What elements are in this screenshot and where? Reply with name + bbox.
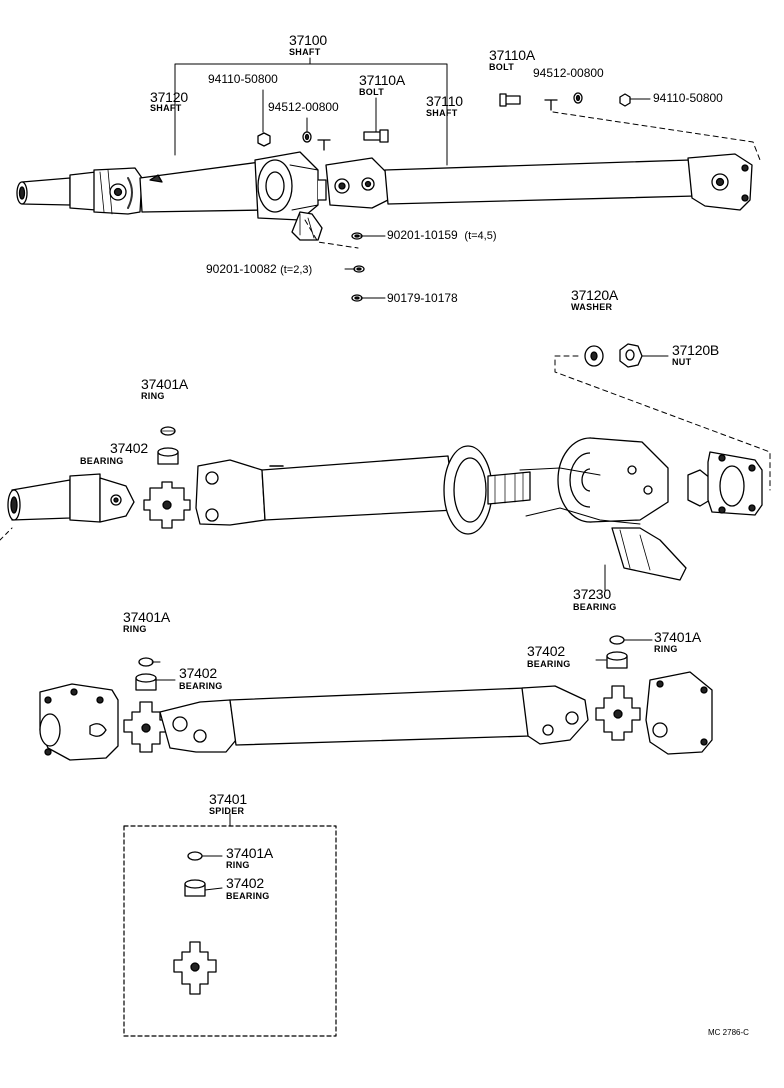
bearing-low-left-number: 37402 bbox=[179, 665, 217, 681]
spider-ring-number: 37401A bbox=[226, 845, 274, 861]
shaft-front-number: 37120 bbox=[150, 89, 188, 105]
top-leader-lines bbox=[174, 57, 761, 299]
shim-2-label: 90201-10082 (t=2,3) bbox=[206, 263, 312, 276]
ring-mid-name: RING bbox=[141, 391, 165, 401]
shim-1-note: (t=4,5) bbox=[464, 230, 497, 242]
washer-37120a-name: WASHER bbox=[571, 302, 613, 312]
top-propeller-shaft-assembly bbox=[16, 92, 753, 302]
shim-1-number: 90201-10159 bbox=[387, 228, 458, 242]
washer-37120a-number: 37120A bbox=[571, 287, 619, 303]
shim-2-note: (t=2,3) bbox=[280, 264, 313, 276]
bolt-center-name: BOLT bbox=[359, 87, 385, 97]
shaft-front-name: SHAFT bbox=[150, 103, 182, 113]
nut-b-label: 94110-50800 bbox=[653, 91, 723, 105]
nut-37120b-number: 37120B bbox=[672, 342, 720, 358]
washer-a-label: 94512-00800 bbox=[268, 100, 339, 114]
shaft-assy-name: SHAFT bbox=[289, 47, 321, 57]
center-bearing-number: 37230 bbox=[573, 586, 611, 602]
middle-shaft-assembly bbox=[7, 343, 763, 581]
diagram-code: MC 2786-C bbox=[708, 1028, 749, 1037]
bearing-mid-number: 37402 bbox=[110, 440, 148, 456]
shim-3-label: 90179-10178 bbox=[387, 291, 458, 305]
nut-37120b-name: NUT bbox=[672, 357, 692, 367]
nut-a-label: 94110-50800 bbox=[208, 72, 278, 86]
ring-low-right-name: RING bbox=[654, 644, 678, 654]
washer-b-label: 94512-00800 bbox=[533, 66, 604, 80]
ring-mid-number: 37401A bbox=[141, 376, 189, 392]
center-bearing-name: BEARING bbox=[573, 602, 617, 612]
bearing-low-left-name: BEARING bbox=[179, 681, 223, 691]
spider-ring-name: RING bbox=[226, 860, 250, 870]
bolt-right-number: 37110A bbox=[489, 47, 536, 63]
spider-bearing-number: 37402 bbox=[226, 875, 264, 891]
lower-leader-lines bbox=[151, 639, 653, 681]
ring-low-right-number: 37401A bbox=[654, 629, 702, 645]
shaft-rear-number: 37110 bbox=[426, 93, 463, 109]
shaft-rear-name: SHAFT bbox=[426, 108, 458, 118]
bearing-low-right-number: 37402 bbox=[527, 643, 565, 659]
spider-number: 37401 bbox=[209, 791, 247, 807]
bearing-mid-name: BEARING bbox=[80, 456, 124, 466]
bolt-center-number: 37110A bbox=[359, 72, 406, 88]
ring-low-left-number: 37401A bbox=[123, 609, 171, 625]
shim-2-number: 90201-10082 bbox=[206, 262, 277, 276]
lower-shaft-assembly bbox=[39, 635, 713, 761]
shaft-assy-number: 37100 bbox=[289, 32, 327, 48]
spider-bearing-name: BEARING bbox=[226, 891, 270, 901]
bolt-right-name: BOLT bbox=[489, 62, 515, 72]
spider-kit-box bbox=[123, 813, 337, 1037]
bearing-low-right-name: BEARING bbox=[527, 659, 571, 669]
middle-leader-lines bbox=[0, 355, 771, 591]
ring-low-left-name: RING bbox=[123, 624, 147, 634]
shim-1-label: 90201-10159 (t=4,5) bbox=[387, 229, 497, 242]
spider-name: SPIDER bbox=[209, 806, 245, 816]
